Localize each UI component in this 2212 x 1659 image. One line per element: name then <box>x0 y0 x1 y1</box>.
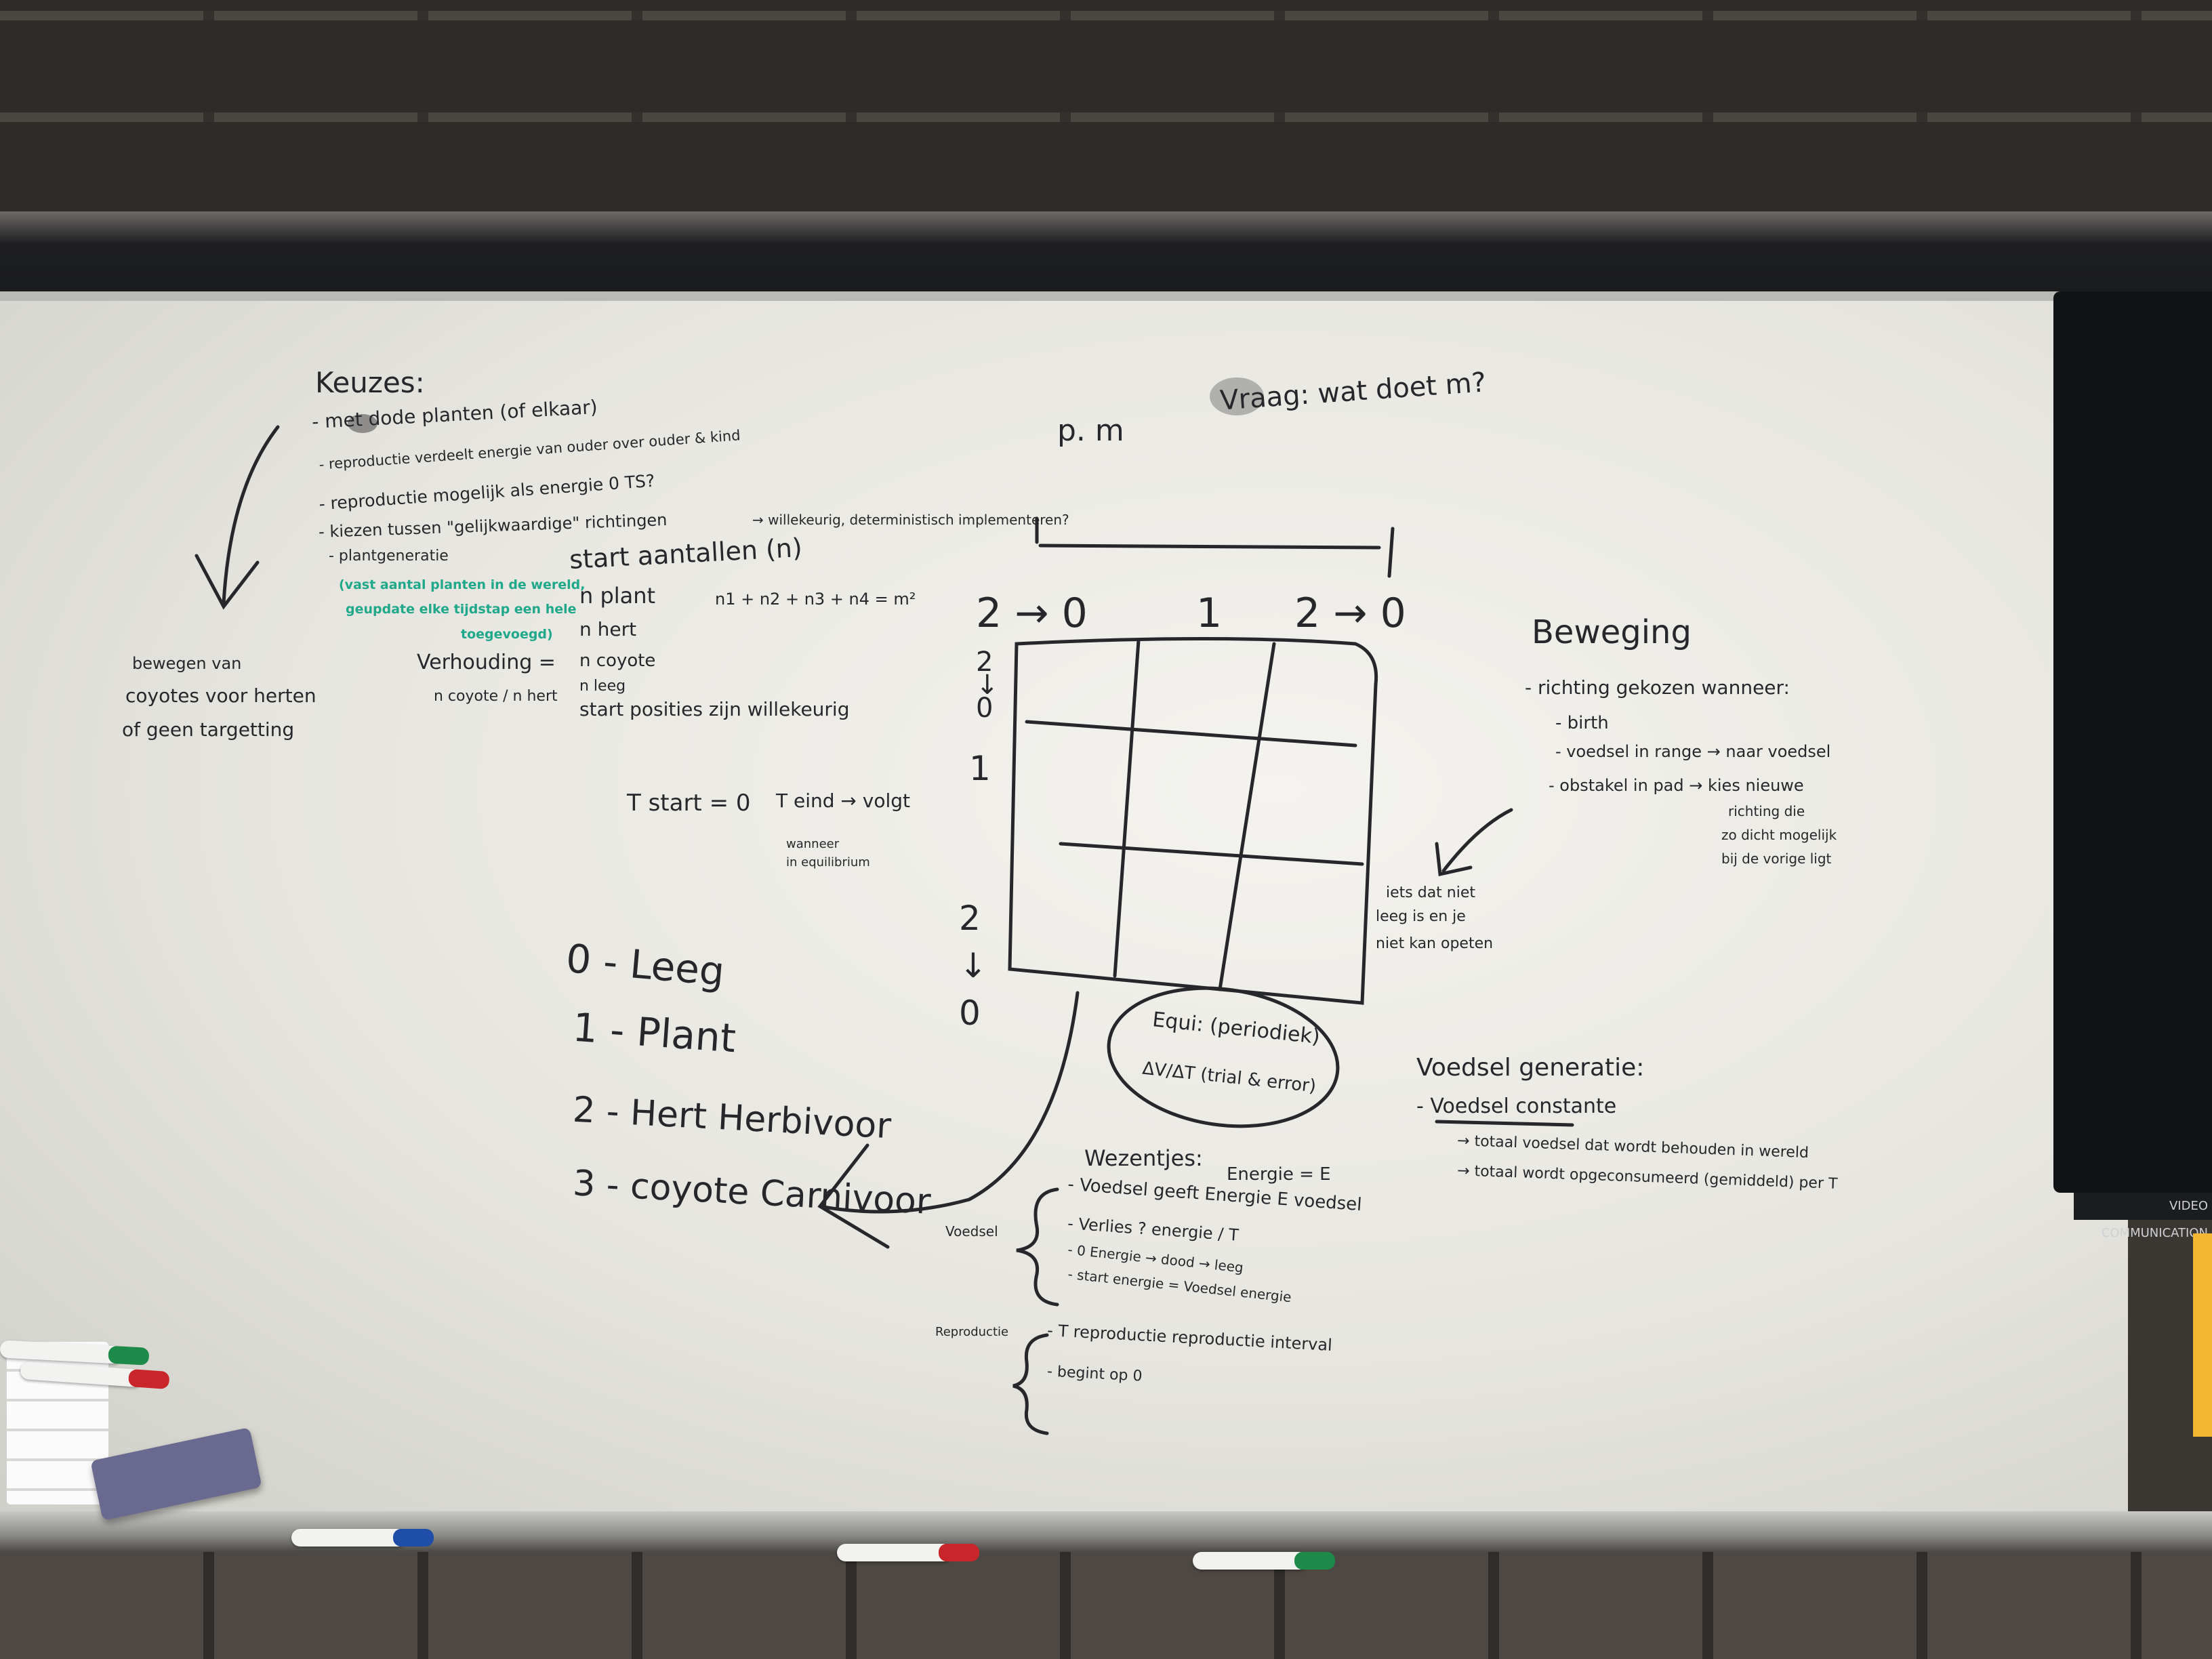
left-note-line: coyotes voor herten <box>125 684 316 707</box>
start-equation: n1 + n2 + n3 + n4 = m² <box>715 590 916 609</box>
movement-line: zo dicht mogelijk <box>1721 827 1837 843</box>
grid-top-label: 1 <box>1196 590 1223 637</box>
brick-mortar <box>0 0 2212 224</box>
grid-col-1 <box>1113 638 1141 978</box>
green-note-line: (vast aantal planten in de wereld, <box>339 577 586 592</box>
grid-top-label: 2 → 0 <box>976 590 1088 637</box>
choices-heading: Keuzes: <box>315 366 425 399</box>
time-end: T eind → volgt <box>776 790 911 812</box>
obstacle-note-line: iets dat niet <box>1386 884 1476 901</box>
start-item: n hert <box>579 618 637 640</box>
food-sub: - Voedsel constante <box>1416 1094 1617 1118</box>
grid-row-2 <box>1059 842 1364 866</box>
equilibrium-ellipse <box>1107 986 1340 1128</box>
repro-group-label: Reproductie <box>935 1325 1009 1339</box>
creatures-heading: Wezentjes: <box>1084 1145 1203 1171</box>
repro-brace <box>1012 1333 1049 1435</box>
movement-line: - obstakel in pad → kies nieuwe <box>1549 776 1804 795</box>
ratio-value: n coyote / n hert <box>434 688 558 705</box>
choices-side-note: → willekeurig, deterministisch implement… <box>752 512 1069 528</box>
grid-row-1 <box>1025 720 1357 747</box>
start-item: n coyote <box>579 651 656 671</box>
red-marker-ledge[interactable] <box>837 1544 979 1561</box>
time-start: T start = 0 <box>627 790 751 817</box>
left-down-arrow <box>194 425 280 610</box>
start-item: n plant <box>579 583 656 609</box>
whiteboard <box>0 291 2128 1521</box>
grid-left-label: 2 ↓ 0 <box>976 647 999 724</box>
movement-line: - birth <box>1555 713 1609 733</box>
obstacle-note-line: niet kan opeten <box>1376 935 1494 952</box>
movement-line: bij de vorige ligt <box>1721 851 1832 867</box>
grid-to-legend-arrow <box>817 991 1080 1249</box>
grid-outline <box>1008 637 1378 1005</box>
grid-top-label: 2 → 0 <box>1294 590 1406 637</box>
wall-monitor <box>2053 291 2212 1193</box>
movement-heading: Beweging <box>1532 613 1692 651</box>
green-note-line: geupdate elke tijdstap een hele <box>346 602 577 617</box>
green-marker-ledge[interactable] <box>1193 1552 1335 1570</box>
food-group-label: Voedsel <box>945 1223 998 1240</box>
green-note-line: toegevoegd) <box>461 627 553 642</box>
blue-marker[interactable] <box>291 1529 434 1547</box>
start-positions: start posities zijn willekeurig <box>579 698 850 720</box>
whiteboard-top-rail <box>0 211 2212 293</box>
food-heading: Voedsel generatie: <box>1416 1054 1645 1082</box>
movement-line: richting die <box>1728 803 1805 819</box>
bracket-line <box>1035 516 1395 578</box>
yellow-sticker <box>2193 1233 2212 1437</box>
lower-brick-wall <box>0 1552 2212 1659</box>
food-brace <box>1016 1187 1059 1307</box>
movement-line: - voedsel in range → naar voedsel <box>1555 742 1831 761</box>
monitor-label: VIDEO COMMUNICATION <box>2074 1193 2212 1240</box>
obstacle-arrow <box>1435 808 1513 877</box>
time-end-note: wanneer <box>786 837 840 851</box>
left-note-line: bewegen van <box>132 654 242 673</box>
grid-left-label: 2 ↓ 0 <box>959 899 987 1033</box>
creatures-energy: Energie = E <box>1227 1164 1331 1185</box>
grid-col-2 <box>1218 642 1276 991</box>
food-underline <box>1435 1120 1574 1127</box>
left-note-line: of geen targetting <box>122 718 295 741</box>
movement-line: - richting gekozen wanneer: <box>1525 676 1790 699</box>
time-end-note: in equilibrium <box>786 855 870 869</box>
start-item: n leeg <box>579 678 626 695</box>
grid-left-label: 1 <box>969 749 991 788</box>
ratio-label: Verhouding = <box>417 651 556 674</box>
choice-line: - plantgeneratie <box>329 548 449 565</box>
pm-label: p. m <box>1057 413 1124 448</box>
obstacle-note-line: leeg is en je <box>1376 908 1466 925</box>
